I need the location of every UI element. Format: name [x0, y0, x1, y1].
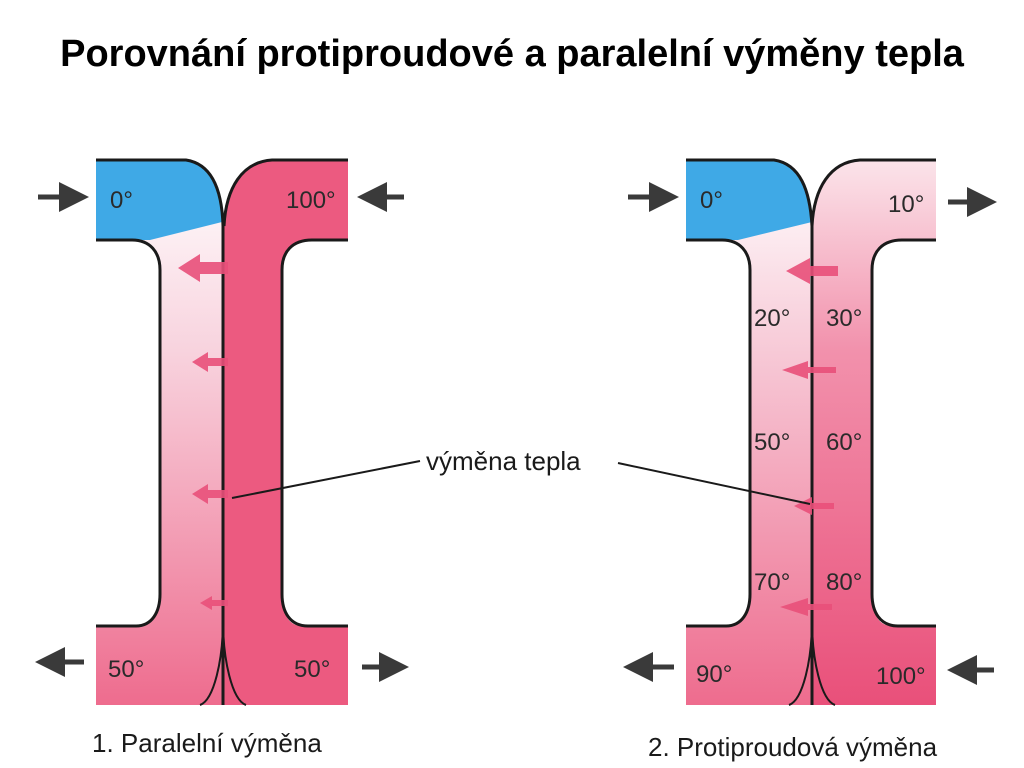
- parallel-cold-in-label: 0°: [110, 187, 133, 214]
- callout-label: výměna tepla: [426, 446, 581, 476]
- page-title: Porovnání protiproudové a paralelní výmě…: [60, 33, 964, 75]
- counter-outline-right: [870, 238, 936, 628]
- parallel-cold-out-label: 50°: [108, 656, 144, 683]
- heat-transfer-arrow-icon: [780, 258, 838, 616]
- parallel-hot-in-label: 100°: [286, 187, 336, 214]
- parallel-outline-bottom: [199, 619, 247, 706]
- counter-hot-mid-label: 60°: [826, 429, 862, 456]
- counter-cold-body: [686, 160, 812, 705]
- counterflow-exchanger: 0° 10° 20° 30° 50° 60° 70° 80° 90° 100° …: [623, 158, 997, 762]
- counter-cold-mid-label: 20°: [754, 305, 790, 332]
- parallel-outline-left: [96, 238, 162, 628]
- callout-line-left: [231, 460, 421, 499]
- counter-hot-mid-label: 80°: [826, 569, 862, 596]
- counter-hot-out-label: 10°: [888, 191, 924, 218]
- counter-hot-in-label: 100°: [876, 663, 926, 690]
- parallel-hot-body: [224, 160, 348, 705]
- callout-line-right: [617, 462, 811, 505]
- counter-hot-body: [812, 160, 936, 705]
- counter-outline-left: [686, 238, 752, 628]
- parallel-exchanger: 0° 100° 50° 50° 1. Paralelní výměna: [35, 158, 409, 758]
- counter-caption: 2. Protiproudová výměna: [648, 732, 938, 762]
- counter-outline-bottom: [788, 619, 836, 706]
- parallel-caption: 1. Paralelní výměna: [92, 728, 322, 758]
- counter-cold-out-label: 90°: [696, 661, 732, 688]
- counter-hot-mid-label: 30°: [826, 305, 862, 332]
- parallel-outline-right: [280, 238, 348, 628]
- counter-outline-top: [686, 158, 936, 227]
- parallel-cold-body: [96, 160, 222, 705]
- parallel-cold-inlet: [96, 160, 222, 240]
- parallel-outline-top: [96, 158, 348, 227]
- counter-cold-mid-label: 70°: [754, 569, 790, 596]
- counter-cold-in-label: 0°: [700, 187, 723, 214]
- heat-exchange-callout: výměna tepla: [231, 446, 811, 505]
- counter-cold-mid-label: 50°: [754, 429, 790, 456]
- counter-cold-inlet: [686, 160, 812, 240]
- heat-transfer-arrow-icon: [178, 254, 228, 610]
- parallel-hot-out-label: 50°: [294, 656, 330, 683]
